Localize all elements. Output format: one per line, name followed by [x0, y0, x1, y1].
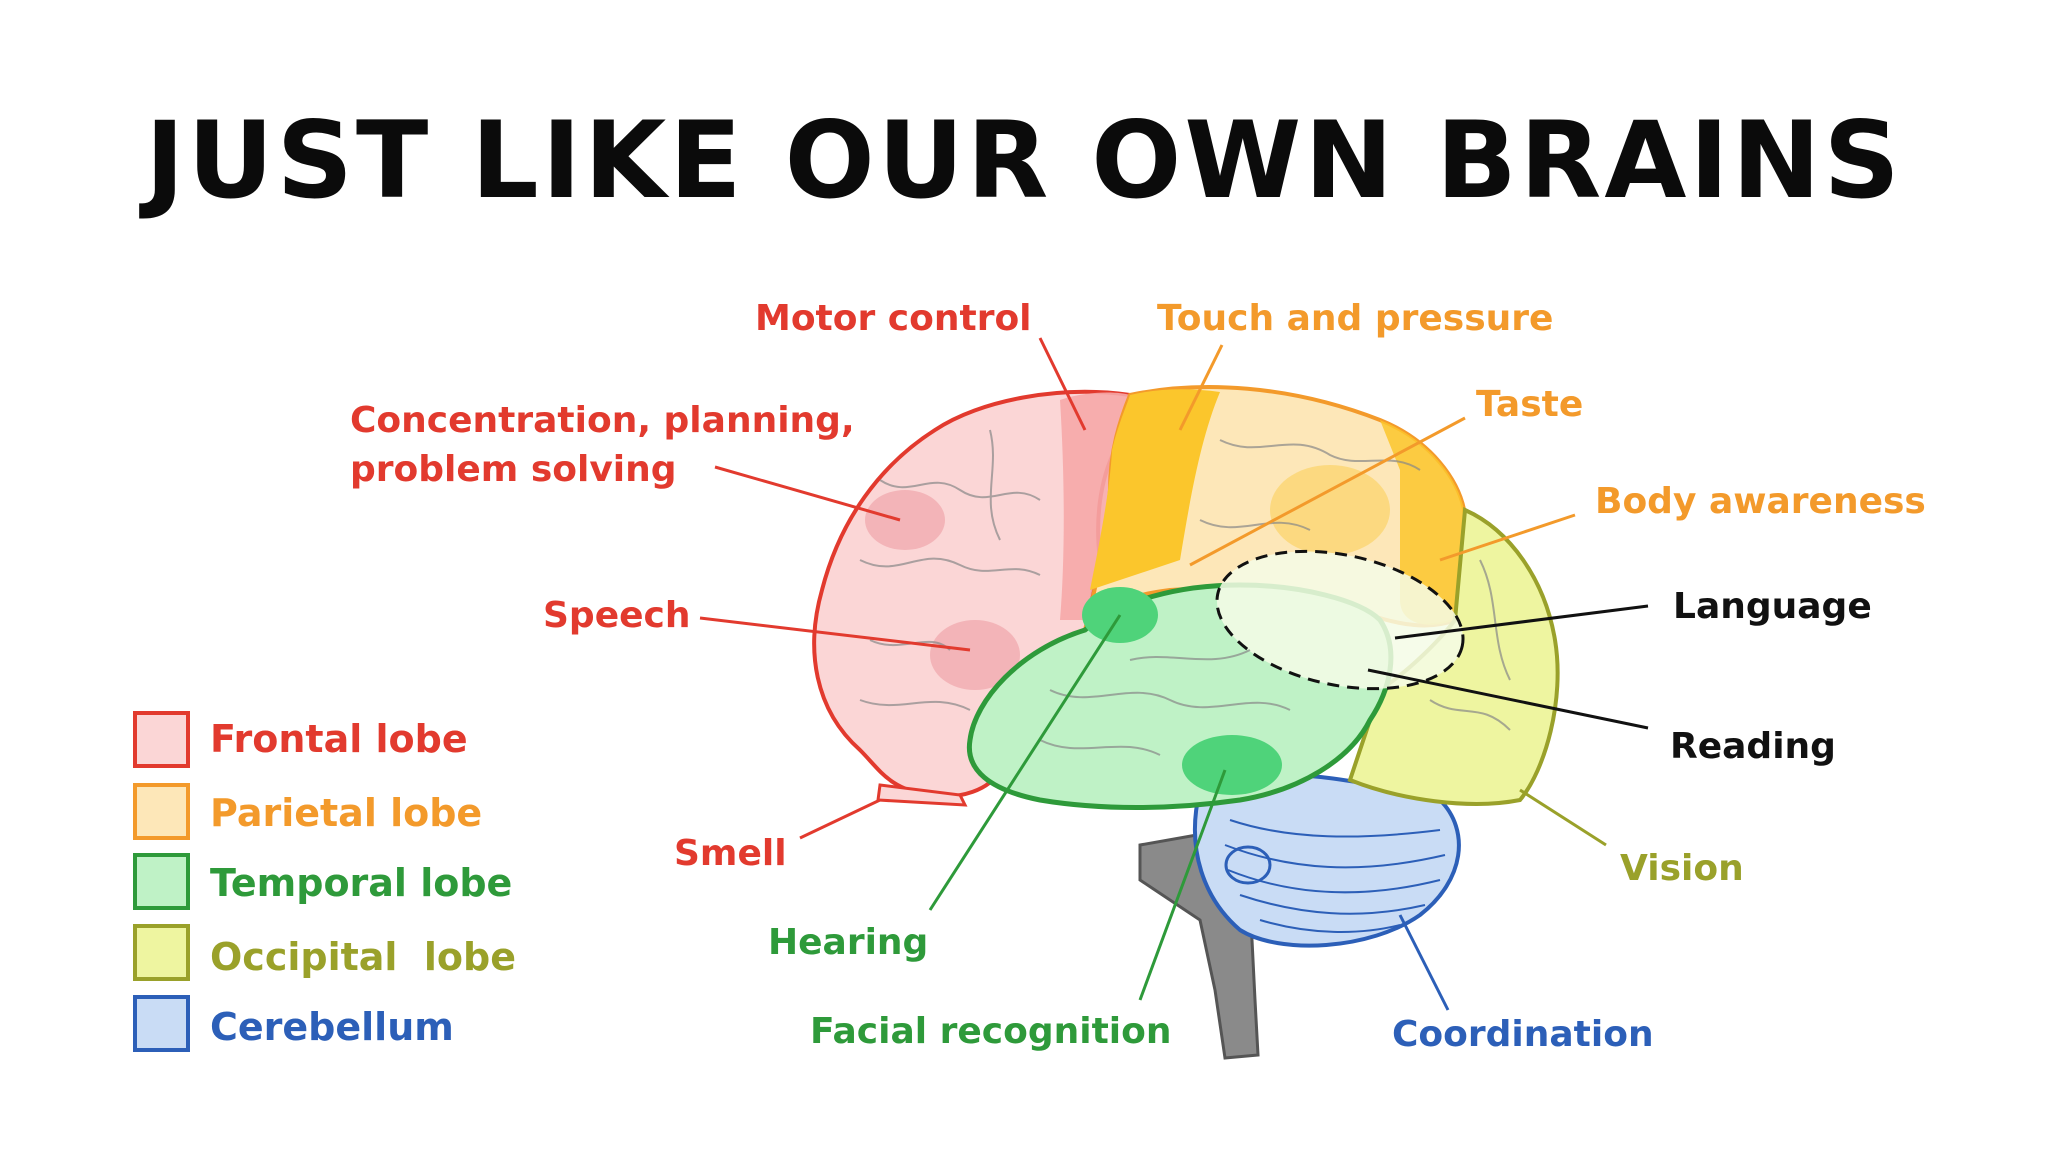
- label-touch-pressure: Touch and pressure: [1157, 298, 1553, 339]
- cerebellum-coordination-spot: [1224, 845, 1272, 885]
- olfactory-bulb: [876, 783, 968, 807]
- legend-item-frontal: Frontal lobe: [133, 711, 468, 768]
- page-title: JUST LIKE OUR OWN BRAINS: [145, 99, 1903, 222]
- legend-item-occipital: Occipital lobe: [133, 924, 516, 981]
- legend-label-frontal: Frontal lobe: [210, 717, 468, 761]
- legend-swatch-parietal: [133, 783, 190, 840]
- legend: Frontal lobe Parietal lobe Temporal lobe…: [133, 711, 516, 1052]
- legend-item-cerebellum: Cerebellum: [133, 995, 454, 1052]
- touch-strip-region: [1090, 389, 1220, 590]
- legend-item-temporal: Temporal lobe: [133, 853, 512, 910]
- cerebellum-folds: [1224, 819, 1446, 933]
- legend-label-temporal: Temporal lobe: [210, 861, 512, 905]
- label-smell: Smell: [674, 833, 787, 874]
- label-reading: Reading: [1670, 726, 1836, 767]
- taste-spot: [1270, 465, 1390, 555]
- legend-swatch-occipital: [133, 924, 190, 981]
- legend-swatch-temporal: [133, 853, 190, 910]
- label-taste: Taste: [1476, 384, 1583, 425]
- label-hearing: Hearing: [768, 922, 928, 963]
- label-concentration-line1: Concentration, planning,: [350, 400, 855, 441]
- cerebellum-region: [1192, 772, 1461, 948]
- label-coordination: Coordination: [1392, 1014, 1654, 1055]
- speech-spot: [930, 620, 1020, 690]
- label-speech: Speech: [543, 595, 691, 636]
- legend-item-parietal: Parietal lobe: [133, 783, 482, 840]
- legend-label-parietal: Parietal lobe: [210, 791, 482, 835]
- brain-sulci: [859, 429, 1511, 756]
- concentration-spot: [865, 490, 945, 550]
- legend-swatch-cerebellum: [133, 995, 190, 1052]
- label-facial-recognition: Facial recognition: [810, 1011, 1172, 1052]
- facial-recognition-spot: [1182, 735, 1282, 795]
- legend-swatch-frontal: [133, 711, 190, 768]
- legend-label-occipital: Occipital lobe: [210, 935, 516, 979]
- label-vision: Vision: [1620, 848, 1744, 889]
- language-reading-area: [1215, 549, 1465, 691]
- label-concentration-line2: problem solving: [350, 449, 677, 490]
- label-body-awareness: Body awareness: [1595, 481, 1926, 522]
- leader-lines: [699, 337, 1649, 1011]
- label-motor-control: Motor control: [755, 298, 1032, 339]
- label-language: Language: [1673, 586, 1872, 627]
- legend-label-cerebellum: Cerebellum: [210, 1005, 454, 1049]
